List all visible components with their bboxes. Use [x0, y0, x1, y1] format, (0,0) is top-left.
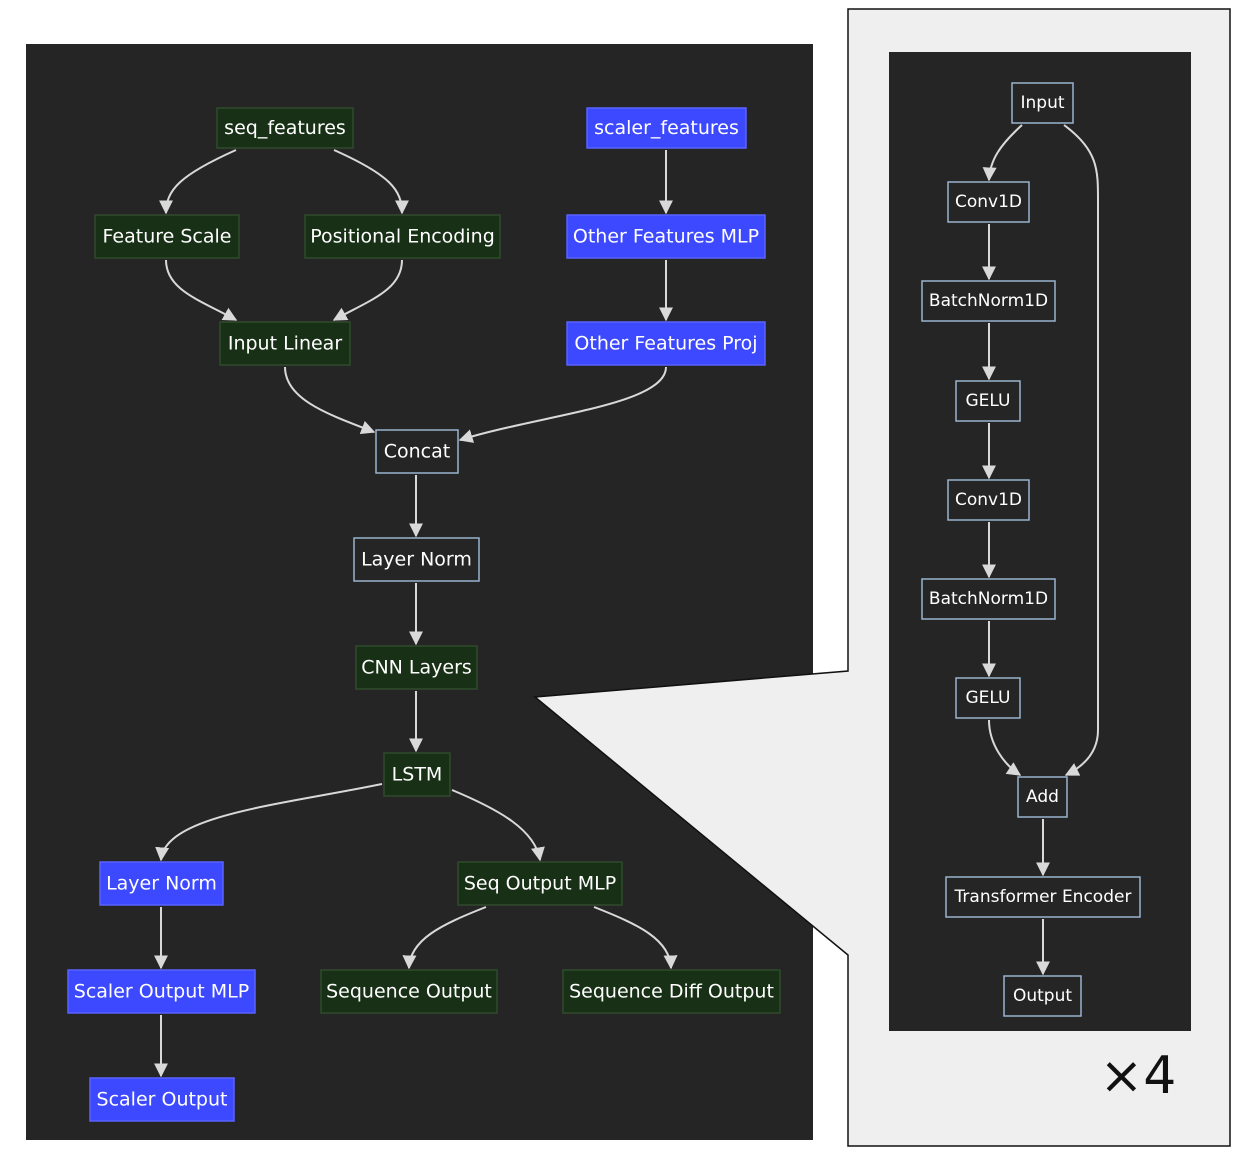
node-box	[921, 578, 1056, 620]
edge-lstm-to-layer_norm_out	[155, 783, 383, 862]
node-feature-scale: Feature Scale	[94, 214, 240, 259]
edge-seq_features-to-feature_scale	[159, 149, 237, 215]
node-box	[562, 969, 781, 1014]
node-d-input: Input	[1011, 82, 1074, 124]
node-layer-norm-out: Layer Norm	[99, 861, 224, 906]
node-label: CNN Layers	[361, 657, 472, 679]
node-label: BatchNorm1D	[929, 291, 1048, 311]
node-label: BatchNorm1D	[929, 589, 1048, 609]
node-other-features-proj: Other Features Proj	[566, 321, 766, 366]
node-label: Feature Scale	[103, 226, 232, 248]
edge-lstm-to-seq_output_mlp	[451, 789, 545, 862]
node-box	[566, 321, 766, 366]
node-label: seq_features	[224, 117, 346, 139]
node-d-add: Add	[1017, 776, 1068, 818]
node-label: Sequence Diff Output	[569, 981, 774, 1003]
node-box	[1003, 975, 1082, 1017]
node-label: LSTM	[392, 764, 443, 786]
node-label: Scaler Output	[97, 1089, 228, 1111]
node-label: GELU	[966, 688, 1011, 708]
node-box	[219, 321, 351, 366]
node-label: Scaler Output MLP	[74, 981, 249, 1003]
repeat-count-label: ×4	[1100, 1046, 1177, 1106]
node-d-bn2: BatchNorm1D	[921, 578, 1056, 620]
node-cnn-layers: CNN Layers	[355, 645, 478, 690]
node-box	[383, 752, 451, 797]
node-d-gelu1: GELU	[955, 380, 1021, 422]
node-box	[216, 107, 354, 149]
node-layer-norm: Layer Norm	[353, 537, 480, 582]
node-label: scaler_features	[594, 117, 739, 139]
node-box	[320, 969, 498, 1014]
node-seq-features: seq_features	[216, 107, 354, 149]
node-lstm: LSTM	[383, 752, 451, 797]
node-other-features-mlp: Other Features MLP	[566, 214, 766, 259]
node-d-gelu2: GELU	[955, 677, 1021, 719]
node-d-output: Output	[1003, 975, 1082, 1017]
node-box	[945, 876, 1141, 918]
node-box	[375, 429, 459, 474]
node-label: Conv1D	[955, 490, 1022, 510]
node-scaler-features: scaler_features	[586, 107, 747, 149]
node-input-linear: Input Linear	[219, 321, 351, 366]
node-scaler-output: Scaler Output	[89, 1077, 235, 1122]
edge-seq_output_mlp-to-sequence_output	[402, 906, 487, 970]
node-label: Input Linear	[228, 333, 342, 355]
node-box	[94, 214, 240, 259]
edge-d_input-to-d_conv1	[982, 124, 1023, 182]
node-label: Other Features MLP	[573, 226, 759, 248]
node-box	[457, 861, 623, 906]
node-label: Conv1D	[955, 192, 1022, 212]
node-d-bn1: BatchNorm1D	[921, 280, 1056, 322]
node-box	[947, 479, 1030, 521]
node-box	[353, 537, 480, 582]
node-box	[99, 861, 224, 906]
node-label: Output	[1013, 986, 1072, 1006]
node-seq-output-mlp: Seq Output MLP	[457, 861, 623, 906]
node-concat: Concat	[375, 429, 459, 474]
node-box	[67, 969, 256, 1014]
node-label: Layer Norm	[361, 549, 472, 571]
edge-other_features_proj-to-concat	[458, 366, 667, 443]
node-label: Other Features Proj	[574, 333, 757, 355]
node-label: GELU	[966, 391, 1011, 411]
node-label: Seq Output MLP	[464, 873, 616, 895]
node-label: Layer Norm	[106, 873, 217, 895]
node-label: Positional Encoding	[310, 226, 495, 248]
edge-feature_scale-to-input_linear	[165, 259, 238, 321]
node-box	[89, 1077, 235, 1122]
node-box	[947, 181, 1030, 223]
node-d-conv1: Conv1D	[947, 181, 1030, 223]
node-box	[1011, 82, 1074, 124]
node-label: Concat	[384, 441, 450, 463]
node-sequence-diff-output: Sequence Diff Output	[562, 969, 781, 1014]
node-box	[921, 280, 1056, 322]
node-label: Transformer Encoder	[954, 887, 1132, 907]
node-box	[955, 380, 1021, 422]
node-positional-encoding: Positional Encoding	[304, 214, 501, 259]
node-box	[304, 214, 501, 259]
edge-seq_features-to-positional_encoding	[333, 149, 409, 215]
edge-d_gelu2-to-d_add	[988, 719, 1022, 776]
node-box	[355, 645, 478, 690]
edge-input_linear-to-concat	[284, 366, 376, 434]
edge-d_input-to-d_add	[1063, 124, 1099, 776]
node-label: Add	[1026, 787, 1059, 807]
node-d-transformer: Transformer Encoder	[945, 876, 1141, 918]
node-box	[955, 677, 1021, 719]
node-scaler-output-mlp: Scaler Output MLP	[67, 969, 256, 1014]
edge-positional_encoding-to-input_linear	[332, 259, 403, 321]
node-label: Input	[1020, 93, 1064, 113]
node-box	[586, 107, 747, 149]
node-box	[1017, 776, 1068, 818]
node-box	[566, 214, 766, 259]
edge-seq_output_mlp-to-sequence_diff_output	[593, 906, 678, 970]
node-label: Sequence Output	[326, 981, 492, 1003]
node-sequence-output: Sequence Output	[320, 969, 498, 1014]
node-d-conv2: Conv1D	[947, 479, 1030, 521]
